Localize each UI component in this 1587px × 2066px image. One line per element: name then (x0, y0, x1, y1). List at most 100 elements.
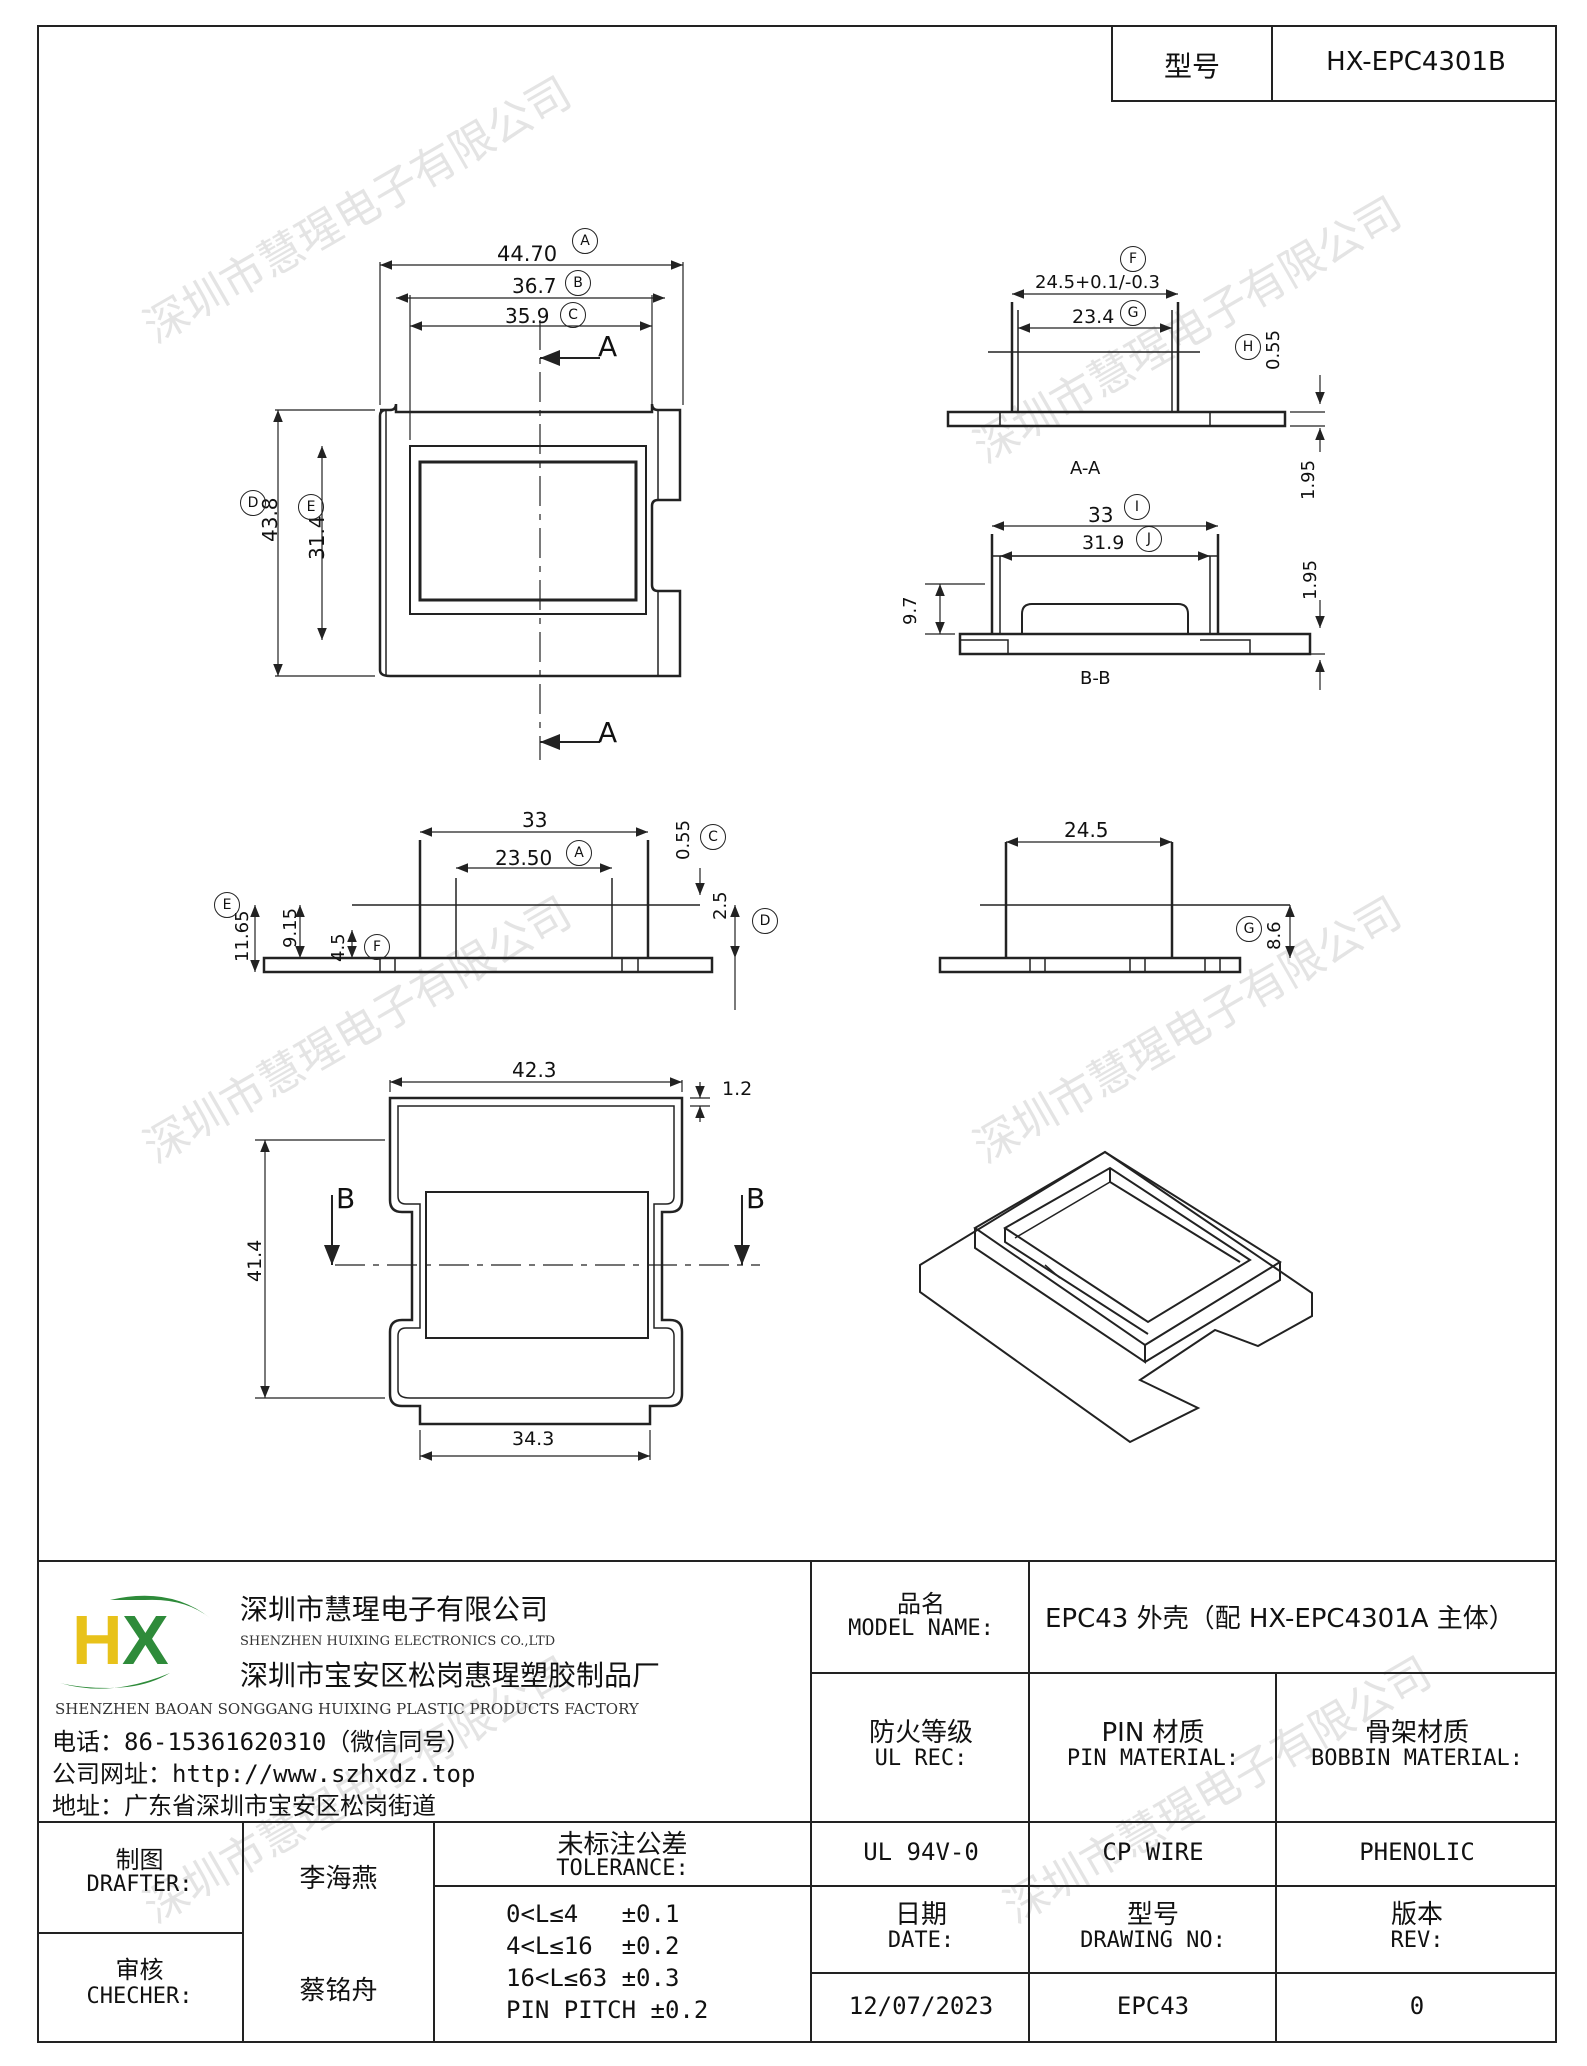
end-h: 8.6 (1264, 921, 1285, 950)
ul-label-cn: 防火等级 (868, 1718, 973, 1748)
rev-label-en: REV: (1390, 1928, 1444, 1953)
drafter-value: 李海燕 (299, 1864, 378, 1894)
side-w1: 33 (522, 808, 548, 832)
tag-circle: F (1120, 246, 1146, 272)
tolerance-line: 16<L≤63 ±0.3 (506, 1964, 680, 1992)
bottom-t: 1.2 (722, 1078, 753, 1100)
top-section-a: A (598, 716, 618, 749)
bottom-section-b: B (336, 1182, 356, 1215)
tag-circle: F (364, 934, 390, 960)
tag-circle: H (1235, 334, 1261, 360)
tag-circle: J (1136, 526, 1162, 552)
top-d3: 35.9 (505, 304, 550, 328)
tolerance-label-en: TOLERANCE: (556, 1856, 689, 1881)
pin-material-value: CP WIRE (1102, 1838, 1204, 1866)
company-address: 地址：广东省深圳市宝安区松岗街道 (52, 1792, 436, 1820)
bottom-w2: 34.3 (512, 1428, 555, 1450)
side-h2: 9.15 (280, 907, 301, 948)
company-name-en: SHENZHEN HUIXING ELECTRONICS CO.,LTD (240, 1634, 556, 1649)
tolerance-line: PIN PITCH ±0.2 (506, 1996, 709, 2024)
tag-circle: C (700, 824, 726, 850)
tolerance-label-cn: 未标注公差 (557, 1830, 688, 1860)
bb-t: 1.95 (1300, 559, 1321, 600)
bottom-view (255, 1077, 760, 1461)
drawing-no-label-cn: 型号 (1126, 1900, 1179, 1930)
title-block (37, 1560, 1557, 2043)
company-logo: H X (50, 1588, 220, 1698)
side-w2: 23.50 (495, 846, 553, 870)
bobbin-material-value: PHENOLIC (1359, 1838, 1475, 1866)
top-d1: 44.70 (497, 242, 558, 266)
side-h1: 11.65 (232, 910, 253, 962)
date-value: 12/07/2023 (848, 1992, 994, 2020)
tag-circle: E (214, 892, 240, 918)
tag-circle: C (560, 302, 586, 328)
aa-w1: 24.5+0.1/-0.3 (1035, 272, 1160, 293)
tag-circle: G (1120, 300, 1146, 326)
factory-name-en: SHENZHEN BAOAN SONGGANG HUIXING PLASTIC … (55, 1700, 639, 1718)
aa-w2: 23.4 (1072, 306, 1115, 328)
company-phone: 电话：86-15361620310（微信同号） (52, 1728, 471, 1756)
bb-w2: 31.9 (1082, 532, 1125, 554)
logo-h-letter: H (72, 1601, 123, 1679)
pin-label-cn: PIN 材质 (1101, 1718, 1205, 1748)
tag-circle: A (566, 840, 592, 866)
tolerance-line: 0<L≤4 ±0.1 (506, 1900, 680, 1928)
bobbin-label-en: BOBBIN MATERIAL: (1311, 1746, 1523, 1771)
tolerance-line: 4<L≤16 ±0.2 (506, 1932, 680, 1960)
top-d2: 36.7 (512, 274, 557, 298)
checker-label-cn: 审核 (115, 1956, 164, 1984)
side-view (250, 827, 740, 1010)
checker-label-en: CHECHER: (86, 1984, 193, 2009)
tag-circle: D (752, 908, 778, 934)
drawing-no-label-en: DRAWING NO: (1080, 1928, 1226, 1953)
ul-value: UL 94V-0 (863, 1838, 979, 1866)
checker-value: 蔡铭舟 (299, 1976, 378, 2006)
aa-t2: 1.95 (1298, 459, 1319, 500)
tag-circle: B (565, 270, 591, 296)
top-section-a: A (598, 330, 618, 363)
tag-circle: I (1124, 494, 1150, 520)
end-view (938, 837, 1295, 974)
model-box-value: HX-EPC4301B (1326, 47, 1506, 77)
tag-circle: E (298, 494, 324, 520)
tag-circle: D (240, 490, 266, 516)
logo-x-letter: X (122, 1601, 169, 1679)
tag-circle: G (1236, 916, 1262, 942)
bottom-section-b: B (746, 1182, 766, 1215)
top-view (273, 260, 684, 760)
model-name-label-cn: 品名 (897, 1590, 945, 1618)
bottom-w1: 42.3 (512, 1058, 557, 1082)
pin-label-en: PIN MATERIAL: (1066, 1746, 1240, 1771)
ul-label-en: UL REC: (874, 1746, 968, 1771)
isometric-view (919, 1150, 1313, 1444)
model-name-value: EPC43 外壳（配 HX-EPC4301A 主体） (1045, 1604, 1515, 1634)
drafter-label-cn: 制图 (115, 1846, 164, 1874)
date-label-cn: 日期 (894, 1900, 947, 1930)
bottom-h: 41.4 (244, 1239, 266, 1282)
top-h2: 31.4 (305, 515, 329, 560)
model-box-label: 型号 (1163, 50, 1220, 83)
aa-t1: 0.55 (1263, 329, 1284, 370)
side-t2: 2.5 (710, 891, 731, 920)
company-name-cn: 深圳市慧瑆电子有限公司 (240, 1593, 549, 1626)
side-h3: 4.5 (328, 933, 349, 962)
side-t1: 0.55 (673, 819, 694, 860)
tag-circle: A (572, 228, 598, 254)
company-website: 公司网址：http://www.szhxdz.top (52, 1760, 476, 1788)
date-label-en: DATE: (887, 1928, 955, 1953)
section-aa-view (946, 289, 1325, 452)
bb-w1: 33 (1088, 503, 1114, 527)
rev-value: 0 (1409, 1992, 1425, 2020)
model-name-label-en: MODEL NAME: (848, 1616, 994, 1641)
factory-name-cn: 深圳市宝安区松岗惠瑆塑胶制品厂 (240, 1659, 661, 1692)
drawing-no-value: EPC43 (1116, 1992, 1190, 2020)
rev-label-cn: 版本 (1390, 1900, 1443, 1930)
bb-h: 9.7 (900, 596, 921, 625)
aa-title: A-A (1070, 458, 1101, 479)
section-bb-view (925, 521, 1325, 690)
drawing-frame (37, 25, 1557, 2043)
drafter-label-en: DRAFTER: (86, 1872, 193, 1897)
technical-drawing (250, 260, 1325, 1461)
bobbin-label-cn: 骨架材质 (1364, 1718, 1469, 1748)
